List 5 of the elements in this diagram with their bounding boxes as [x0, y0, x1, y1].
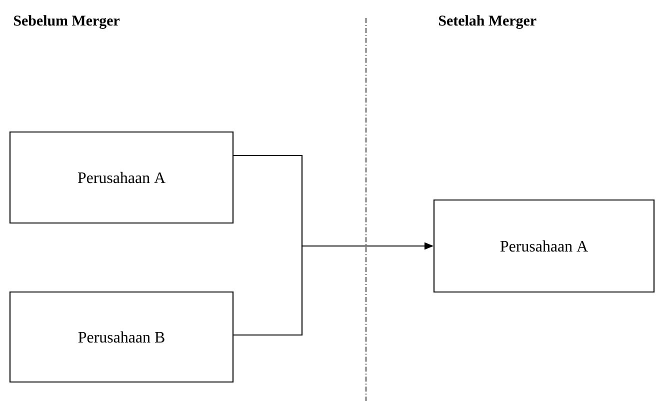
process-box: Perusahaan B	[9, 291, 234, 383]
section-heading: Setelah Merger	[439, 15, 536, 29]
section-heading: Sebelum Merger	[14, 15, 120, 29]
process-box: Perusahaan A	[9, 131, 234, 224]
process-box: Perusahaan A	[433, 199, 655, 293]
